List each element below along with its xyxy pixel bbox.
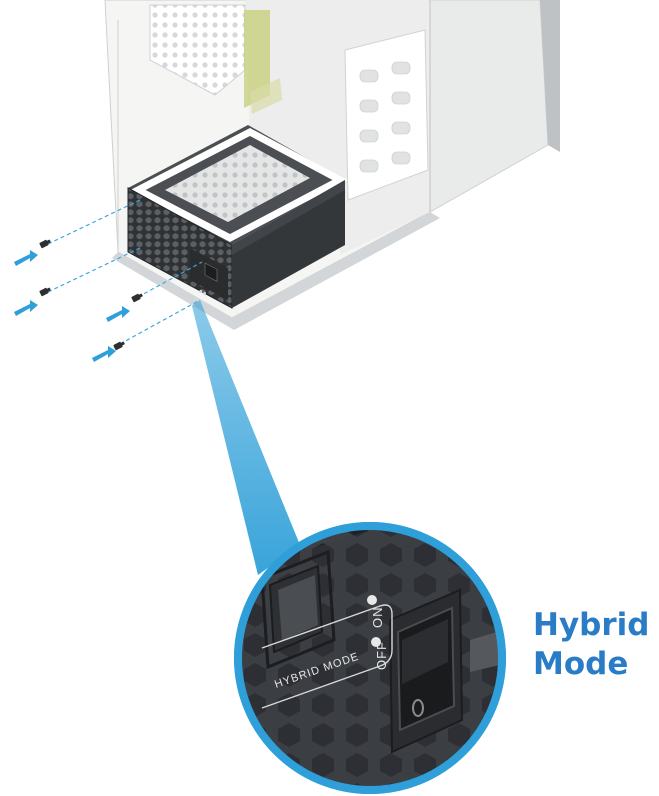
zoom-detail: ON OFF HYBRID MODE [234, 522, 506, 794]
callout-line-1: Hybrid [533, 607, 650, 643]
switch-off-label: OFF [374, 641, 389, 670]
switch-on-label: ON [370, 607, 385, 629]
power-supply-unit: ●● [127, 125, 348, 309]
callout-line-2: Mode [533, 646, 629, 682]
svg-text:●●: ●● [197, 288, 208, 298]
arrow-icon [14, 250, 130, 362]
screw-guides [47, 199, 203, 345]
hybrid-mode-callout: Hybrid Mode [533, 606, 659, 684]
screw-icon [39, 239, 143, 351]
zoom-beam [192, 300, 300, 575]
